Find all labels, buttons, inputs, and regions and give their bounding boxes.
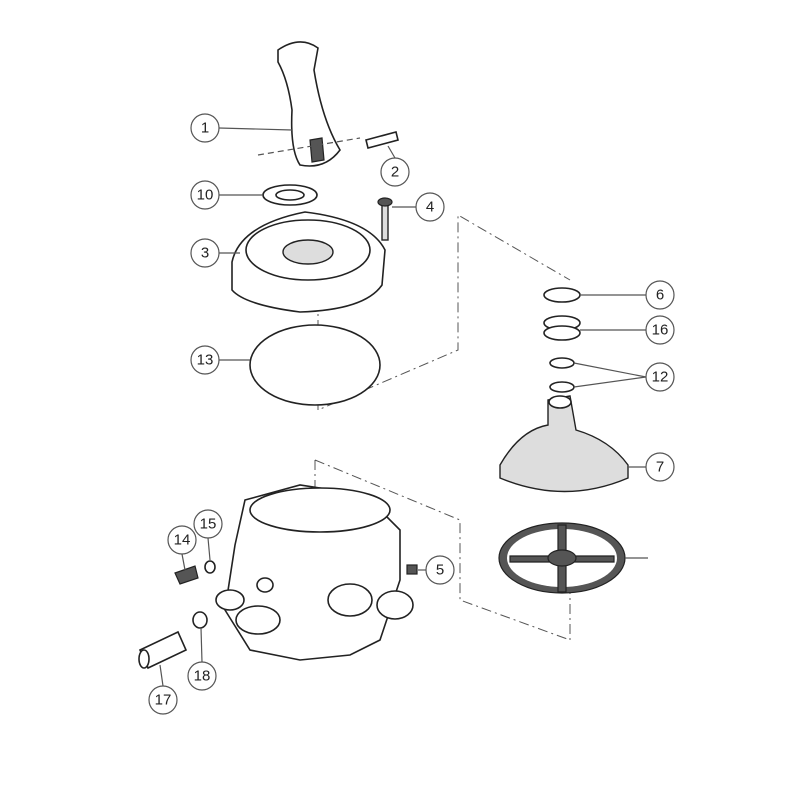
svg-text:14: 14	[174, 532, 191, 549]
svg-text:10: 10	[197, 187, 214, 204]
svg-text:12: 12	[652, 369, 669, 386]
valve-body-part	[215, 484, 414, 661]
callout-2[interactable]: 2	[380, 157, 410, 187]
svg-text:18: 18	[194, 668, 211, 685]
svg-text:3: 3	[201, 245, 209, 262]
callout-5[interactable]: 5	[425, 555, 455, 585]
svg-text:15: 15	[200, 516, 217, 533]
washer-part	[262, 184, 318, 206]
stem-parts	[543, 287, 581, 393]
screw-part	[377, 197, 393, 241]
callout-10[interactable]: 10	[190, 180, 220, 210]
svg-text:17: 17	[155, 692, 172, 709]
callout-18[interactable]: 18	[187, 661, 217, 691]
callout-17[interactable]: 17	[148, 685, 178, 715]
cover-o-ring-part	[249, 324, 381, 406]
callout-3[interactable]: 3	[190, 238, 220, 268]
svg-text:13: 13	[197, 352, 214, 369]
callout-4[interactable]: 4	[415, 192, 445, 222]
callout-16[interactable]: 16	[645, 315, 675, 345]
svg-text:8: 8	[658, 550, 666, 567]
svg-text:6: 6	[656, 287, 664, 304]
rotor-gasket-part	[498, 522, 626, 594]
callout-15[interactable]: 15	[193, 509, 223, 539]
pin-part	[365, 131, 399, 149]
small-parts	[138, 560, 418, 670]
svg-text:7: 7	[656, 459, 664, 476]
callout-8-highlighted[interactable]: 8	[648, 544, 676, 572]
svg-text:4: 4	[426, 199, 434, 216]
callout-1[interactable]: 1	[190, 113, 220, 143]
cover-part	[231, 211, 386, 313]
svg-text:5: 5	[436, 562, 444, 579]
callout-14[interactable]: 14	[167, 525, 197, 555]
leader-lines	[159, 127, 648, 687]
svg-text:16: 16	[652, 322, 669, 339]
callout-7[interactable]: 7	[645, 452, 675, 482]
callout-6[interactable]: 6	[645, 280, 675, 310]
rotor-part	[499, 395, 629, 493]
svg-text:1: 1	[201, 120, 209, 137]
svg-text:2: 2	[391, 164, 399, 181]
callout-12[interactable]: 12	[645, 362, 675, 392]
handle-part	[257, 41, 361, 167]
callout-13[interactable]: 13	[190, 345, 220, 375]
